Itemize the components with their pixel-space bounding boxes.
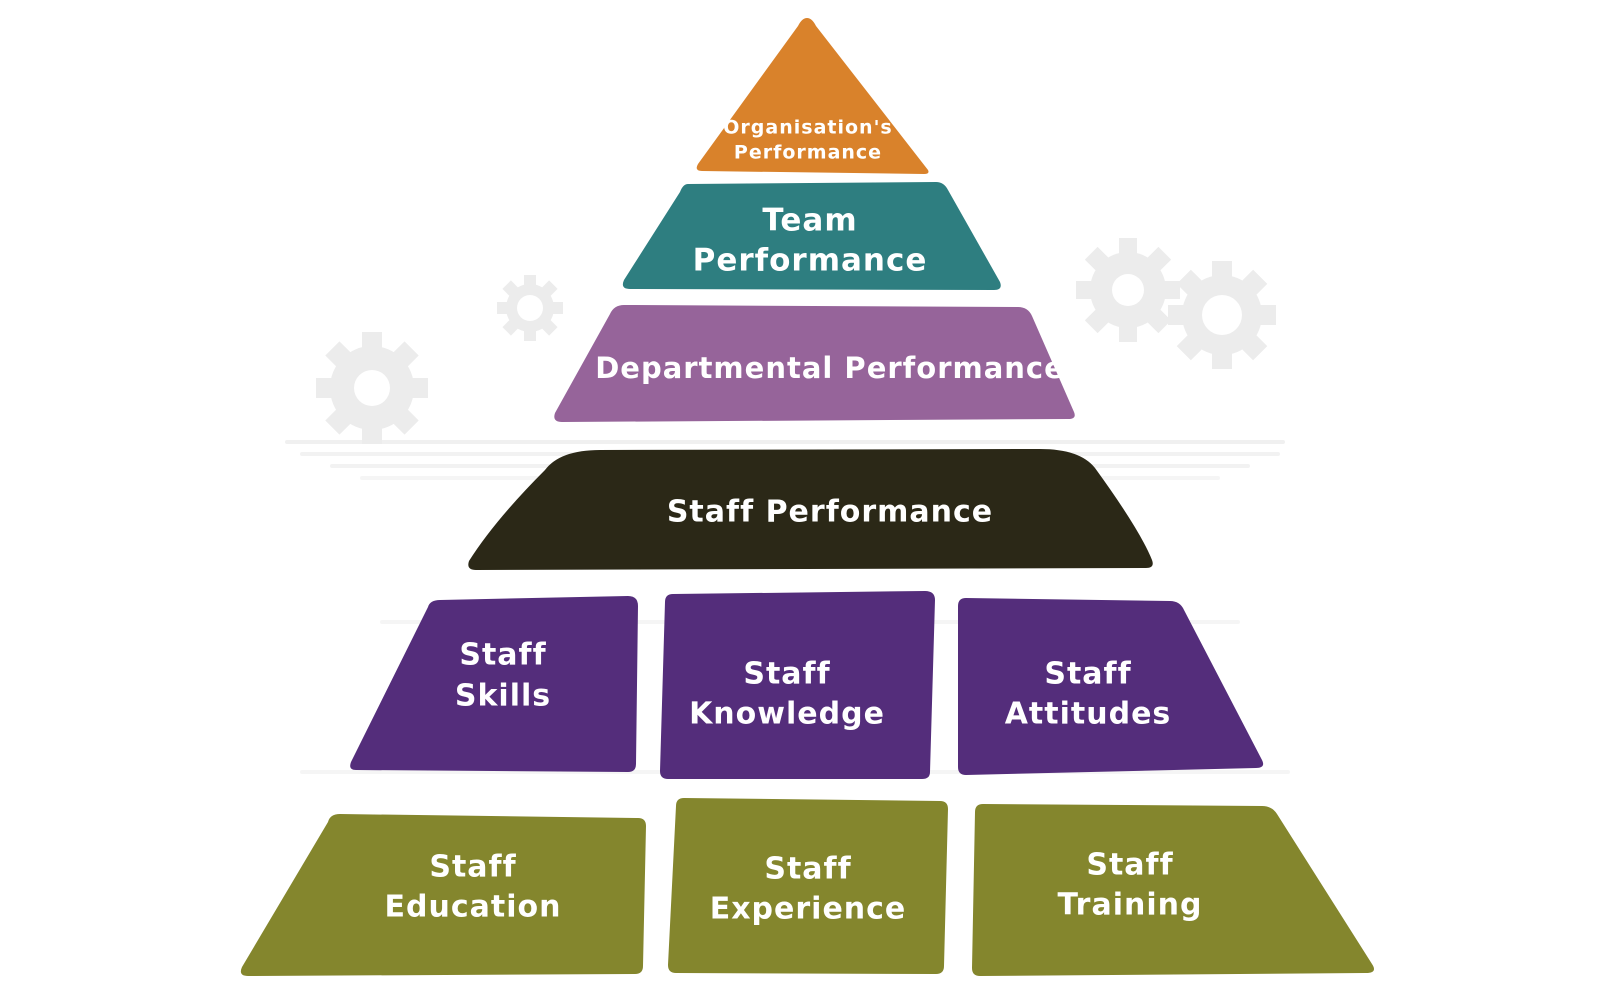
gear-icon [316,332,428,444]
tier-shape [350,596,638,772]
gear-icon [497,275,563,341]
tier-staff-foundations: Staff Education Staff Experience Staff T… [240,798,1374,976]
tier-shape [958,598,1264,775]
gear-icon [1076,238,1180,342]
tier-shape [554,305,1075,422]
block-staff-knowledge: Staff Knowledge [660,591,935,779]
tier-label: Departmental Performance [595,351,1065,385]
block-label-line2: Attitudes [1005,697,1172,732]
block-label-line1: Staff [1086,848,1173,883]
block-label-line1: Staff [743,657,830,692]
tier-shape [696,18,929,174]
tier-staff-performance: Staff Performance [468,449,1153,570]
block-staff-training: Staff Training [972,804,1374,976]
block-label-line1: Staff [459,638,546,673]
tier-team-performance: Team Performance [622,182,1001,290]
tier-shape [468,449,1153,570]
block-label-line2: Knowledge [689,697,885,732]
block-staff-attitudes: Staff Attitudes [958,598,1264,775]
tier-departmental-performance: Departmental Performance [554,305,1075,422]
tier-label-line2: Performance [693,243,928,279]
tier-label-line1: Team [762,203,857,239]
block-label-line1: Staff [429,850,516,885]
tier-label-line2: Performance [734,142,882,164]
tier-shape [668,798,948,974]
tier-organisation-performance: Organisation's Performance [696,18,929,174]
block-staff-skills: Staff Skills [350,596,638,772]
block-label-line2: Education [385,890,562,925]
tier-label: Staff Performance [667,495,993,530]
block-label-line2: Experience [710,892,907,927]
tier-shape [660,591,935,779]
block-label-line2: Skills [455,679,551,714]
tier-staff-attributes: Staff Skills Staff Knowledge Staff Attit… [350,591,1264,779]
tier-shape [622,182,1001,290]
block-label-line1: Staff [764,852,851,887]
block-label-line2: Training [1058,888,1203,923]
gear-icon [1168,261,1276,369]
block-staff-education: Staff Education [240,814,646,976]
tier-label-line1: Organisation's [723,117,892,139]
block-staff-experience: Staff Experience [668,798,948,974]
block-label-line1: Staff [1044,657,1131,692]
tier-shape [972,804,1374,976]
tier-shape [240,814,646,976]
